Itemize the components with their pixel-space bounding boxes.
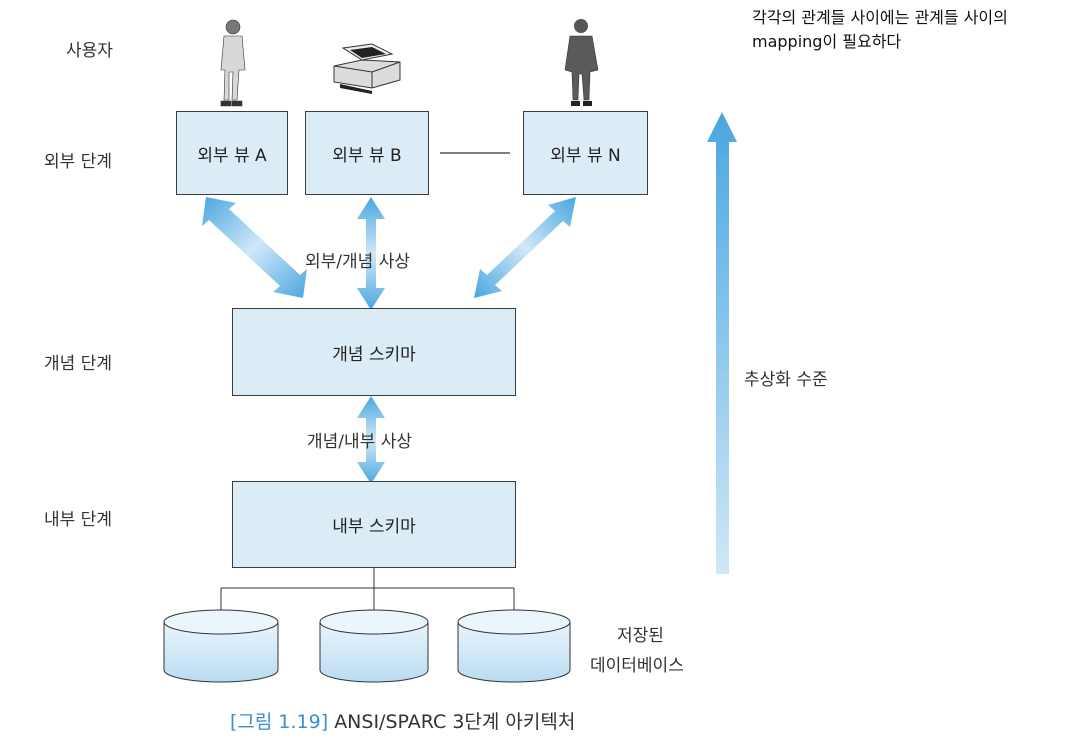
mapping-label-external-conceptual: 외부/개념 사상: [305, 252, 410, 272]
database-icon: [457, 609, 571, 683]
external-view-n: 외부 뷰 N: [523, 111, 648, 195]
caption-text: ANSI/SPARC 3단계 아키텍처: [334, 711, 576, 733]
internal-schema: 내부 스키마: [232, 481, 516, 568]
note-line2: mapping이 필요하다: [752, 32, 902, 51]
mapping-arrow-b: [357, 197, 385, 310]
level-label-internal: 내부 단계: [44, 510, 112, 530]
external-view-b: 외부 뷰 B: [305, 111, 429, 195]
storage-label-line1: 저장된: [617, 626, 664, 646]
caption-tag: [그림 1.19]: [230, 711, 329, 733]
printer-icon: [333, 43, 401, 94]
level-label-user: 사용자: [66, 41, 113, 61]
figure-caption: [그림 1.19] ANSI/SPARC 3단계 아키텍처: [230, 707, 575, 734]
conceptual-schema: 개념 스키마: [232, 308, 516, 396]
mapping-note: 각각의 관계들 사이에는 관계들 사이의 mapping이 필요하다: [752, 6, 1008, 54]
level-label-conceptual: 개념 단계: [44, 354, 112, 374]
person-icon: [564, 19, 599, 106]
external-view-a: 외부 뷰 A: [176, 111, 288, 195]
mapping-arrow-internal: [357, 396, 385, 484]
note-line1: 각각의 관계들 사이에는 관계들 사이의: [752, 8, 1008, 27]
person-icon: [220, 19, 246, 107]
mapping-arrow-n: [474, 197, 576, 298]
mapping-label-conceptual-internal: 개념/내부 사상: [307, 432, 412, 452]
storage-label-line2: 데이터베이스: [590, 656, 684, 676]
level-label-external: 외부 단계: [44, 152, 112, 172]
storage-connectors: [220, 568, 515, 612]
database-icon: [163, 609, 279, 683]
database-icon: [319, 609, 429, 683]
abstraction-arrow: [707, 112, 737, 574]
mapping-arrow-a: [202, 197, 307, 298]
abstraction-label: 추상화 수준: [744, 370, 828, 390]
